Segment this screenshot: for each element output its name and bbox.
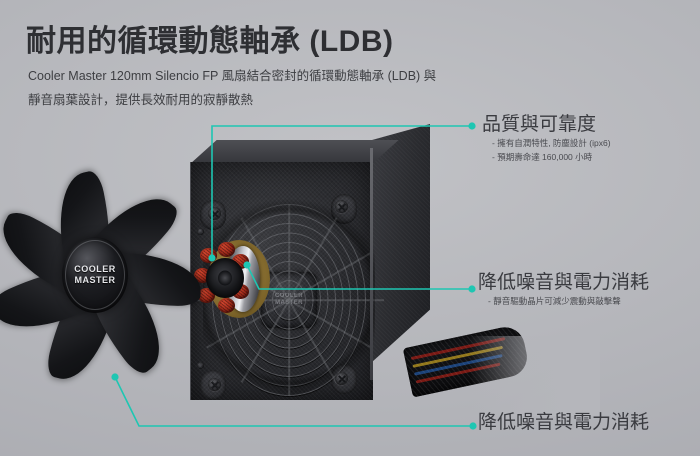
annotation-bullet: - 靜音驅動晶片可減少震動與敲擊聲 [488,296,621,306]
page-subtitle: Cooler Master 120mm Silencio FP 風扇結合密封的循… [28,64,448,112]
corner-screw [335,200,348,213]
psu-corner-edge [370,148,373,380]
annotation-heading: 降低噪音與電力消耗 [478,272,650,293]
subtitle-line-1: Cooler Master 120mm Silencio FP 風扇結合密封的循… [28,69,437,83]
annotation-bullet: - 預期壽命達 160,000 小時 [492,152,593,162]
corner-screw [208,378,221,391]
cooler-master-logo: COOLER MASTER [74,264,116,285]
leader-dot-noise-bottom [469,422,477,430]
psu-unit-image: COOLER MASTER [190,124,440,406]
annotation-noise-power-bottom: 降低噪音與電力消耗 [478,412,649,434]
annotation-heading: 降低噪音與電力消耗 [478,412,650,433]
leader-dot-noise-middle [468,285,476,293]
annotation-heading: 品質與可靠度 [482,114,597,135]
side-screw [197,362,204,369]
motor-coil [218,298,235,313]
annotation-bullet: - 擁有自潤特性, 防塵設計 (ipx6) [492,138,611,148]
leader-dot-quality [468,122,476,130]
side-screw [197,228,204,235]
ldb-bearing-assembly [192,240,270,318]
psu-top-panel [190,140,399,164]
page-title: 耐用的循環動態軸承 (LDB) [26,25,394,58]
annotation-quality-reliability: 品質與可靠度 - 擁有自潤特性, 防塵設計 (ipx6) - 預期壽命達 160… [482,114,611,164]
bearing-core [206,258,244,298]
motor-coil [218,242,235,257]
corner-screw [208,207,221,220]
fan-image: COOLER MASTER [0,150,202,400]
annotation-noise-power-middle: 降低噪音與電力消耗 - 靜音驅動晶片可減少震動與敲擊聲 [478,272,649,308]
subtitle-line-2: 靜音扇葉設計，提供長效耐用的寂靜散熱 [28,93,254,107]
corner-screw [335,372,348,385]
grille-spoke [288,205,290,395]
cable-fade-mask [470,336,600,416]
psu-side-panel [372,124,430,362]
fan-hub: COOLER MASTER [62,237,128,313]
